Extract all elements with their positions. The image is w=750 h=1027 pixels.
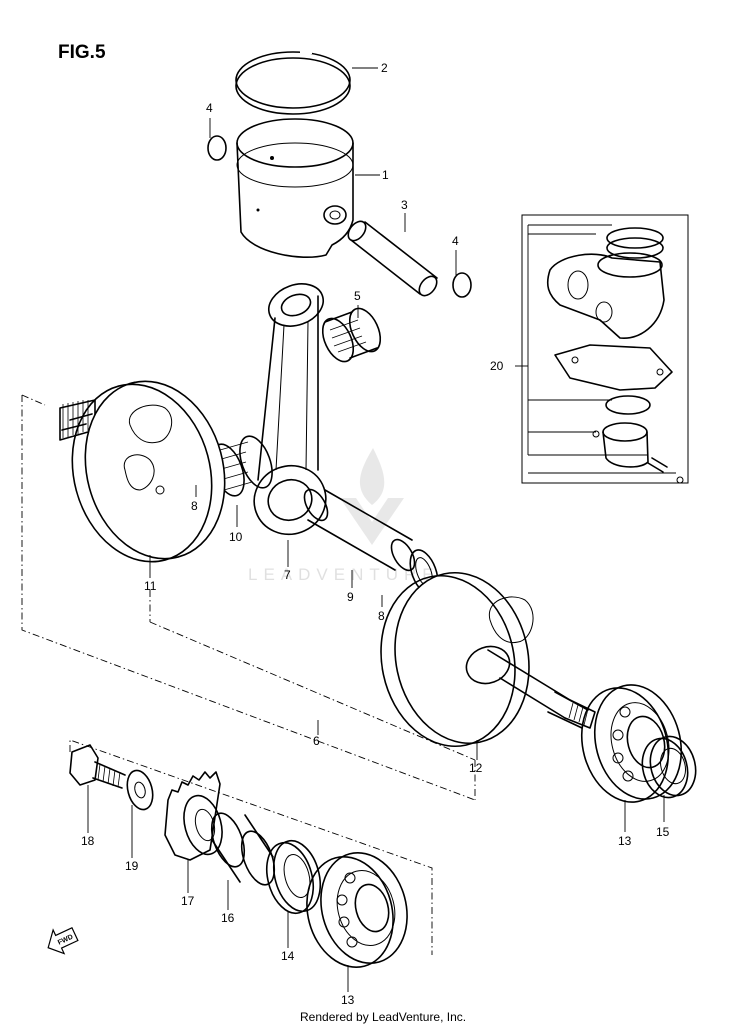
callout-17: 17 (181, 894, 195, 908)
bolt-washer (126, 769, 154, 811)
piston-pin-clip-right (452, 272, 472, 298)
crank-bolt (69, 744, 126, 789)
callout-12: 12 (469, 761, 483, 775)
forward-arrow-icon: FWD (47, 927, 79, 955)
callout-numbers: 2 1 4 3 4 5 20 8 10 7 11 9 8 6 12 13 15 … (81, 61, 670, 1007)
credit-text: Rendered by LeadVenture, Inc. (300, 1010, 466, 1024)
callout-20: 20 (490, 359, 504, 373)
callout-5: 5 (354, 289, 361, 303)
callout-9: 9 (347, 590, 354, 604)
callout-16: 16 (221, 911, 235, 925)
figure-title: FIG.5 (58, 42, 106, 63)
callout-8-left: 8 (191, 499, 198, 513)
callout-1: 1 (382, 168, 389, 182)
watermark-text: LEADVENTURE (248, 565, 440, 584)
oil-seal-right (641, 735, 697, 799)
callout-7: 7 (284, 568, 291, 582)
callout-6: 6 (313, 734, 320, 748)
callout-13-right: 13 (618, 834, 632, 848)
top-end-set-inset (521, 214, 689, 484)
main-bearing-left (306, 852, 408, 968)
assembly-lines (21, 394, 476, 955)
watermark: LEADVENTURE (248, 448, 440, 584)
callout-11: 11 (144, 579, 157, 593)
callout-2: 2 (381, 61, 388, 75)
callout-13-left: 13 (341, 993, 355, 1007)
spacer (210, 812, 276, 886)
leader-lines (87, 67, 665, 992)
oil-seal-left (265, 839, 322, 915)
small-end-bearing (321, 307, 382, 363)
right-crank-half (380, 571, 596, 748)
callout-19: 19 (125, 859, 139, 873)
callout-4-right: 4 (452, 234, 459, 248)
connecting-rod (253, 283, 327, 536)
callout-15: 15 (656, 825, 670, 839)
primary-drive-gear (164, 771, 223, 861)
callout-18: 18 (81, 834, 95, 848)
piston-rings (235, 50, 351, 115)
callout-10: 10 (229, 530, 243, 544)
crank-pin (303, 488, 416, 572)
callout-4-left: 4 (206, 101, 213, 115)
piston (236, 118, 354, 259)
callout-3: 3 (401, 198, 408, 212)
callout-14: 14 (281, 949, 295, 963)
main-bearing-right (580, 684, 683, 803)
piston-pin (347, 220, 438, 297)
callout-8-right: 8 (378, 609, 385, 623)
left-crank-half (59, 380, 226, 563)
piston-pin-clip-left (207, 135, 227, 161)
